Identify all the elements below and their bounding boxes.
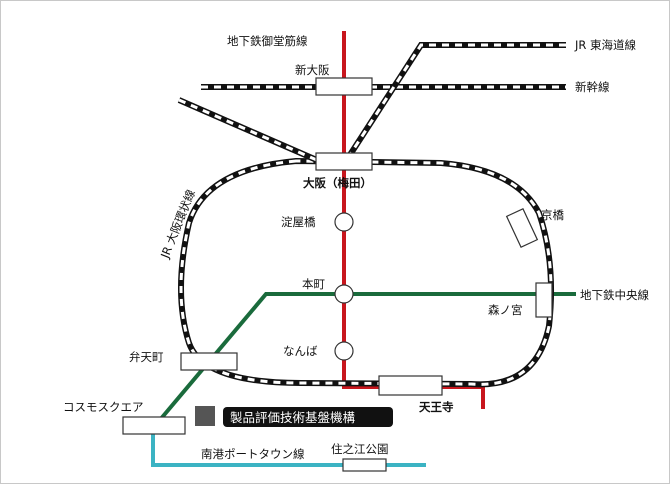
osaka-label: 大阪（梅田） (303, 176, 372, 190)
loop-line-label: JR 大阪環状線 (157, 187, 198, 261)
nanko-line-label: 南港ポートタウン線 (201, 447, 305, 461)
upper-left-branch-line (177, 97, 321, 164)
namba-label: なんば (283, 344, 318, 358)
tokaido-line (343, 42, 566, 163)
kyobashi-label: 京橋 (541, 208, 564, 222)
shinkansen-line-label: 新幹線 (575, 80, 610, 94)
station-bentencho-marker[interactable] (180, 352, 238, 371)
chuo-line-label: 地下鉄中央線 (580, 288, 649, 302)
midosuji-line-label: 地下鉄御堂筋線 (227, 34, 308, 48)
station-osaka-marker[interactable] (315, 152, 373, 171)
station-kyobashi-marker[interactable] (505, 207, 539, 249)
morinomiya-label: 森ノ宮 (488, 303, 523, 317)
bentencho-label: 弁天町 (129, 350, 164, 364)
jr-loop-line (178, 157, 555, 388)
hommachi-label: 本町 (302, 277, 325, 291)
landmark-square-icon (195, 406, 215, 426)
station-tennoji-marker[interactable] (378, 375, 443, 396)
suminoe-koen-label: 住之江公園 (331, 442, 389, 456)
yodoyabashi-label: 淀屋橋 (281, 215, 316, 229)
chuo-line (157, 292, 576, 423)
station-namba-marker[interactable] (334, 341, 354, 361)
station-shin-osaka-marker[interactable] (315, 77, 373, 96)
landmark-label-background (223, 407, 393, 427)
landmark-label: 製品評価技術基盤機構 (230, 410, 356, 425)
station-suminoe-koen-marker[interactable] (342, 458, 387, 472)
shin-osaka-label: 新大阪 (295, 63, 330, 77)
tokaido-line-label: JR 東海道線 (574, 38, 637, 52)
station-yodoyabashi-marker[interactable] (334, 212, 354, 232)
station-morinomiya-marker[interactable] (535, 282, 553, 318)
cosmo-square-label: コスモスクエア (63, 400, 144, 414)
nanko-line (151, 425, 426, 467)
station-cosmo-square-marker[interactable] (122, 416, 186, 435)
station-hommachi-marker[interactable] (334, 284, 354, 304)
tennoji-label: 天王寺 (419, 400, 454, 414)
